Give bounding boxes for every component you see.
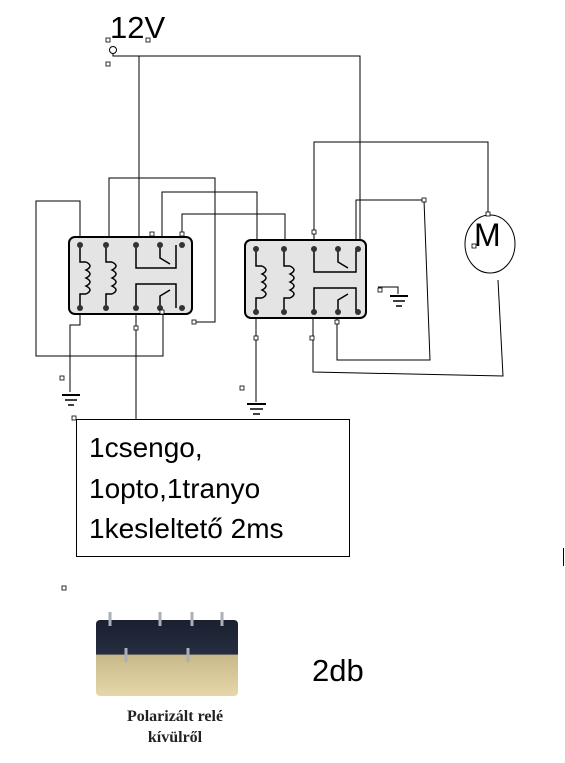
relay-1-body bbox=[68, 236, 193, 315]
relay-2-body bbox=[244, 239, 367, 319]
wire-12v-top bbox=[112, 50, 361, 242]
wire-r1-r2 bbox=[161, 191, 258, 240]
wire-r2-right bbox=[336, 199, 431, 361]
note-line-3: 1kesleltető 2ms bbox=[89, 513, 284, 544]
selection-handles bbox=[59, 37, 491, 591]
wire-r2-top bbox=[313, 141, 489, 240]
note-box: 1csengo, 1opto,1tranyo 1kesleltető 2ms bbox=[76, 419, 350, 557]
quantity-label: 2db bbox=[312, 653, 364, 688]
relay-2 bbox=[244, 239, 367, 319]
relay-1-pins bbox=[77, 242, 185, 311]
relay-2-coil-b bbox=[288, 265, 295, 299]
wire-r1-left-loop bbox=[35, 200, 164, 357]
relay-photo bbox=[96, 612, 238, 696]
supply-terminal bbox=[109, 46, 117, 54]
ground-symbol-3 bbox=[390, 295, 408, 307]
motor-label: M bbox=[474, 217, 501, 253]
ground-symbol-1 bbox=[62, 394, 80, 406]
photo-caption: Polarizált relé kívülről bbox=[70, 706, 280, 748]
supply-voltage-label: 12V bbox=[110, 10, 166, 45]
wire-r1-top bbox=[108, 177, 216, 323]
text-cursor bbox=[563, 548, 564, 566]
note-line-1: 1csengo, bbox=[89, 432, 203, 463]
relay-1-coil-a bbox=[84, 261, 91, 295]
photo-caption-line-2: kívülről bbox=[147, 729, 203, 746]
ground-symbol-2 bbox=[247, 403, 266, 415]
wire-r1-out bbox=[181, 213, 286, 240]
wire-r1-ground bbox=[69, 314, 81, 392]
relay-2-coil-a bbox=[260, 265, 267, 299]
wiring bbox=[35, 50, 504, 419]
relay-2-pins bbox=[253, 246, 361, 315]
relay-1-coil-b bbox=[110, 261, 117, 295]
photo-caption-line-1: Polarizált relé bbox=[126, 708, 224, 725]
relay-1 bbox=[68, 236, 193, 315]
note-line-2: 1opto,1tranyo bbox=[89, 473, 261, 504]
wire-motor-return bbox=[312, 279, 504, 377]
wire-r2-gnd2 bbox=[378, 286, 399, 294]
